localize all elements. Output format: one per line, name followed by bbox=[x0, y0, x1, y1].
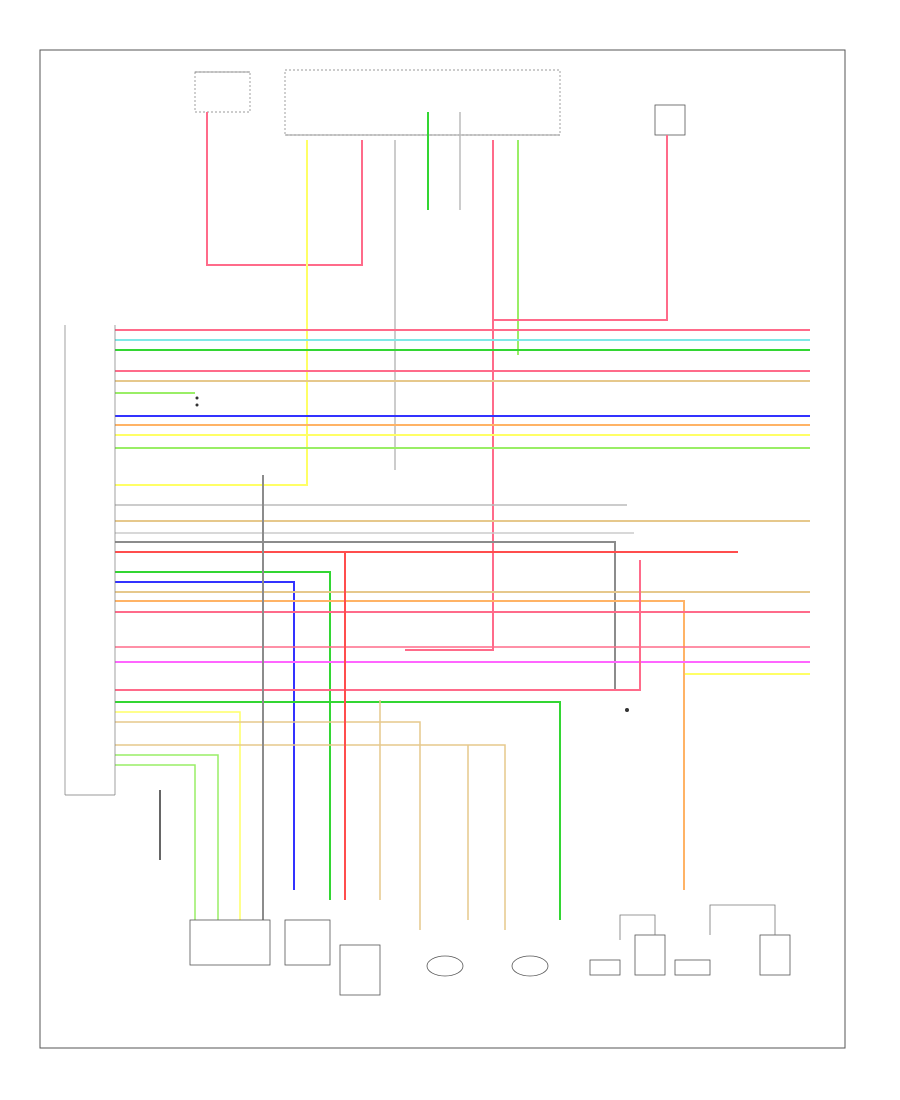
left-connector-strip bbox=[64, 325, 116, 796]
bottom-connector-1 bbox=[189, 919, 271, 966]
drop-light-green-2 bbox=[115, 764, 196, 920]
bus-pink-5 bbox=[115, 560, 641, 691]
bottom-connector-2 bbox=[284, 919, 331, 966]
splice-point-2 bbox=[195, 403, 199, 407]
bottom-sensor-2 bbox=[511, 955, 549, 977]
drop-tan-1 bbox=[115, 721, 421, 930]
bottom-switch-3 bbox=[674, 959, 711, 976]
bus-green-drop bbox=[115, 571, 331, 900]
top-fuse-box-center bbox=[284, 69, 561, 136]
drop-light-green-1 bbox=[115, 701, 561, 920]
drop-tan-2 bbox=[115, 744, 506, 930]
bottom-switch-2 bbox=[634, 934, 666, 976]
bus-blue-drop bbox=[115, 581, 295, 890]
bottom-switch-1 bbox=[589, 959, 621, 976]
top-right-component bbox=[654, 104, 686, 136]
wire-yellow-vertical bbox=[115, 140, 308, 486]
bus-orange-drop bbox=[115, 600, 685, 890]
wire-pink-center bbox=[405, 140, 494, 651]
wire-top-left-pink bbox=[206, 112, 363, 266]
bottom-sensor-1 bbox=[426, 955, 464, 977]
splice-point-1 bbox=[195, 396, 199, 400]
wire-top-right-pink bbox=[493, 135, 668, 321]
drop-green-2 bbox=[115, 754, 219, 920]
drop-yellow-1 bbox=[115, 711, 241, 920]
top-fuse-box-left bbox=[194, 71, 251, 113]
bottom-switch-4 bbox=[759, 934, 791, 976]
bus-dark-gray bbox=[115, 541, 616, 690]
bottom-connector-3 bbox=[339, 944, 381, 996]
wire-mid-loop bbox=[619, 914, 656, 940]
diagram-border bbox=[39, 49, 846, 1049]
wire-right-loop bbox=[709, 904, 776, 935]
splice-point-3 bbox=[625, 708, 629, 712]
